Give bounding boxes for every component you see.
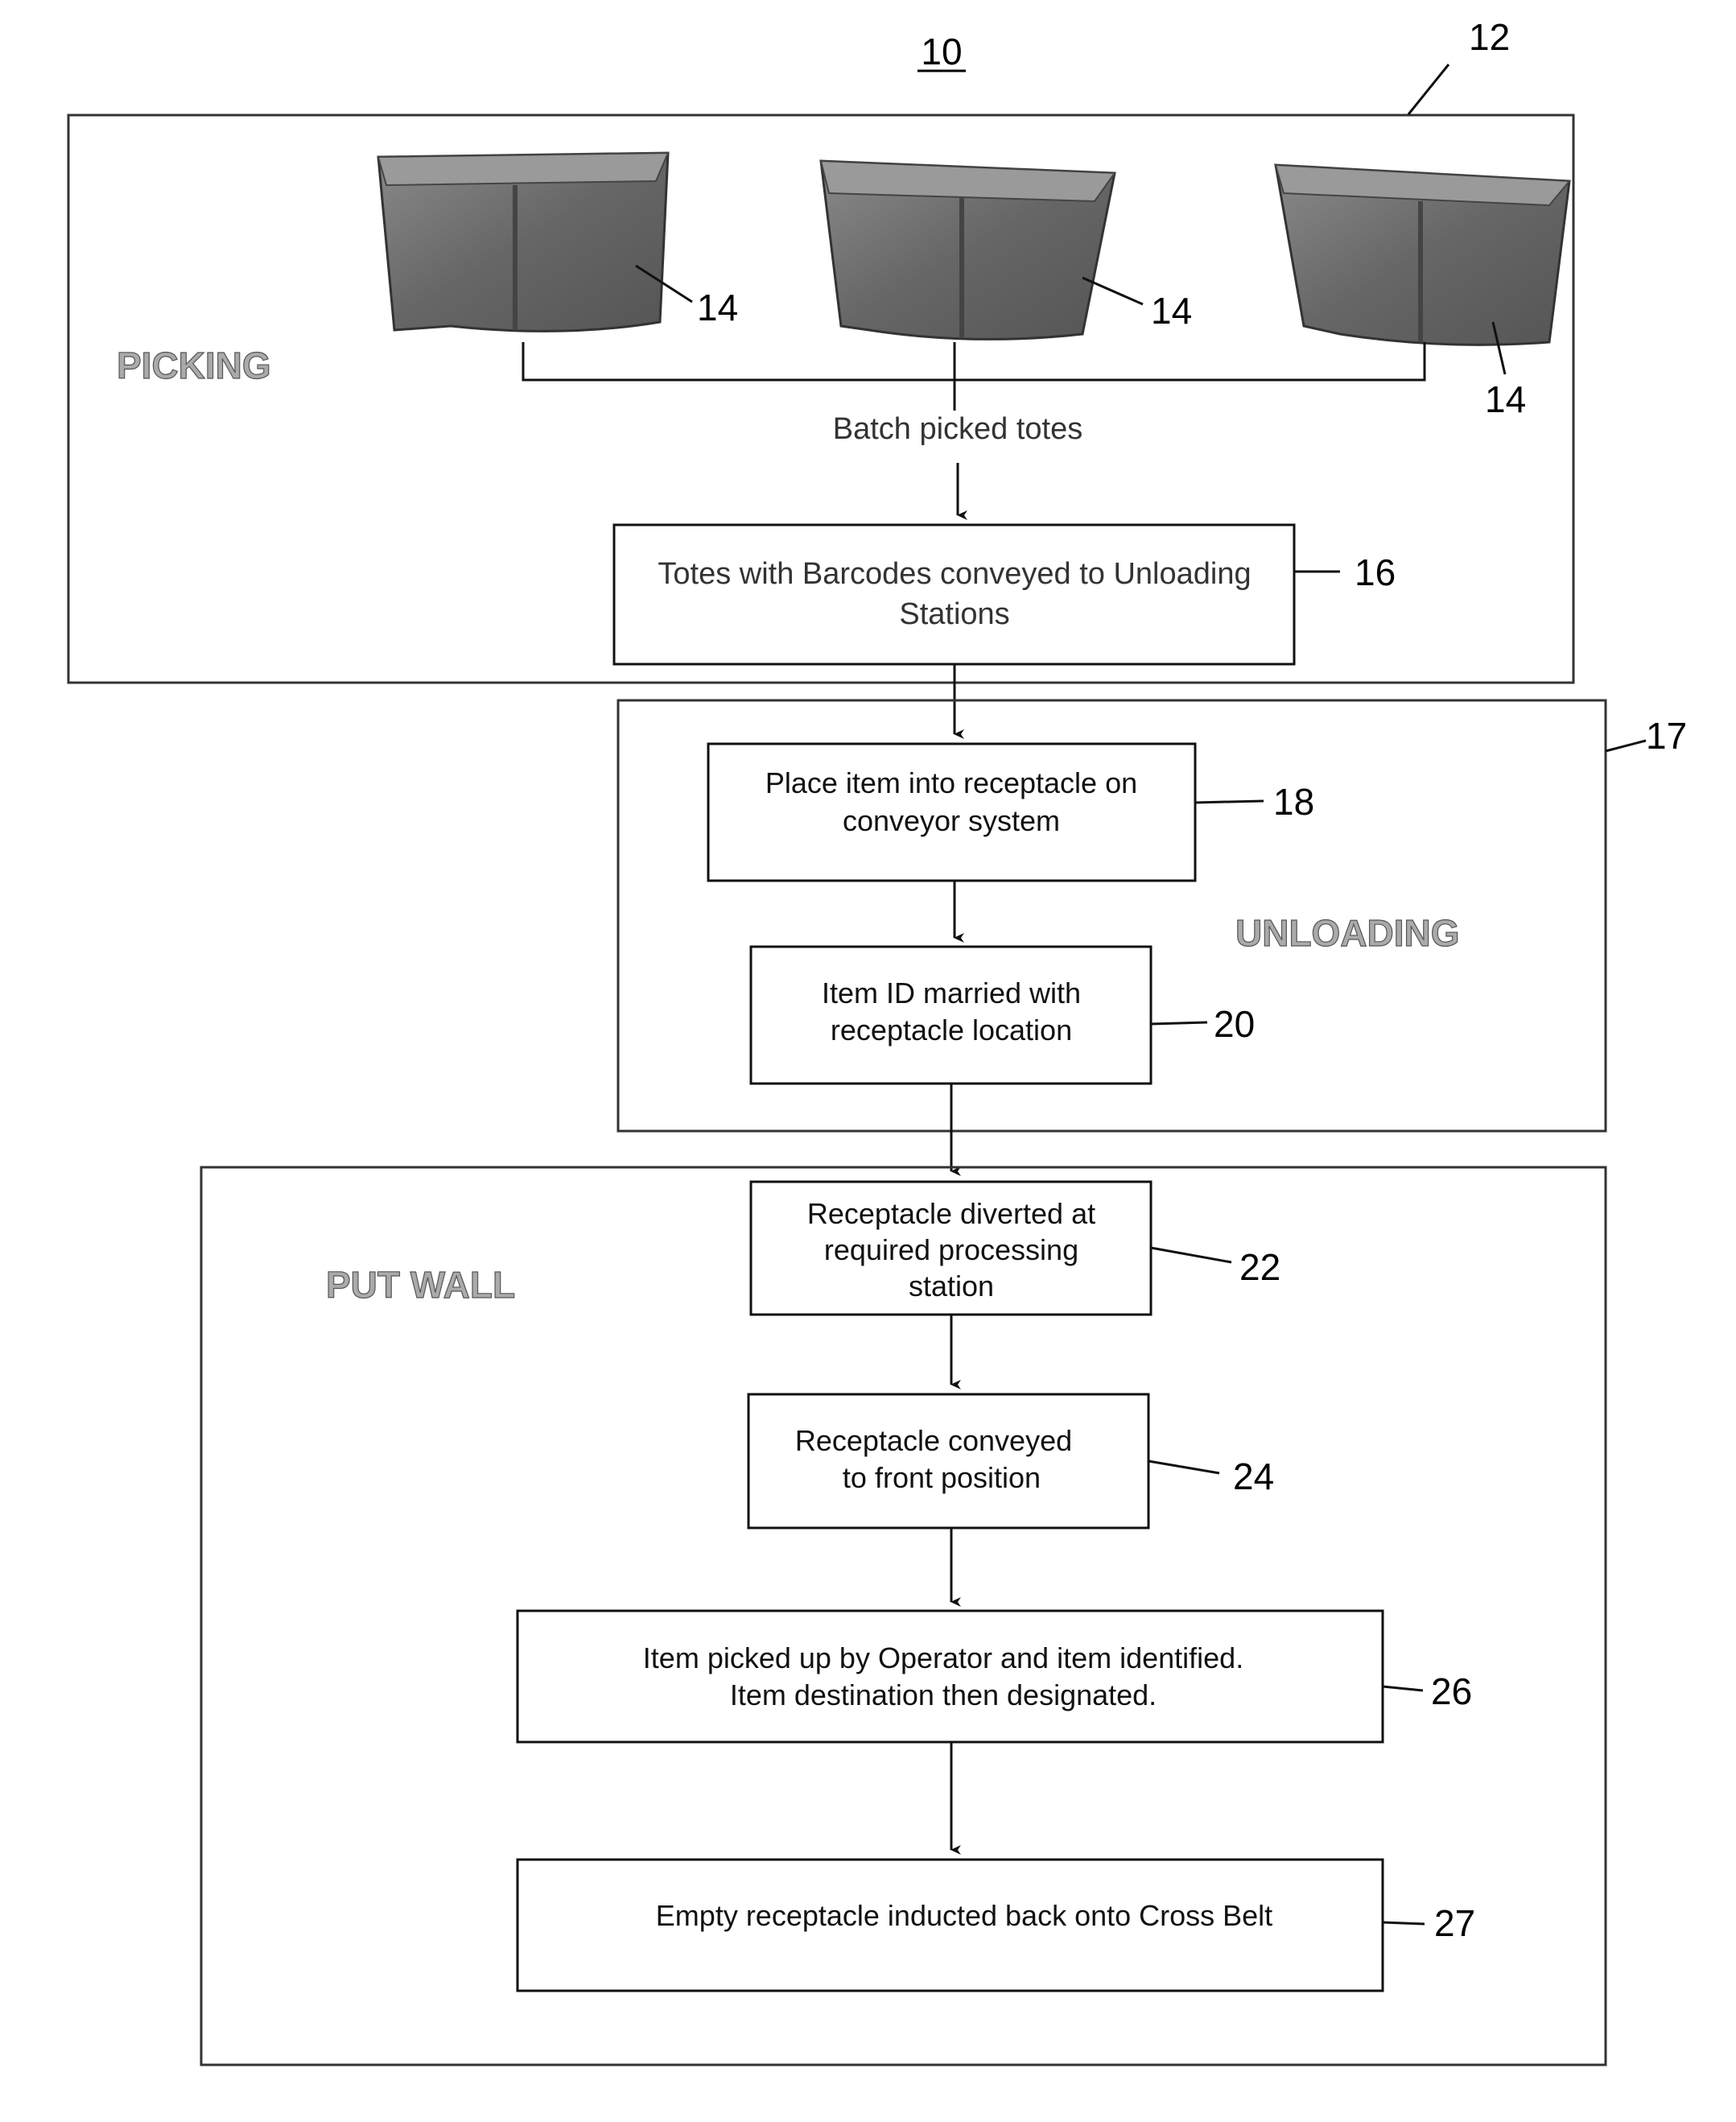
step-22-ref-leader	[1151, 1248, 1231, 1262]
picking-label: PICKING	[117, 345, 271, 386]
step-26-ref-leader	[1383, 1686, 1423, 1691]
step-18-ref-leader	[1195, 801, 1264, 803]
step-27-ref-leader	[1383, 1922, 1425, 1924]
tote-2	[821, 161, 1115, 339]
step-24-ref: 24	[1233, 1455, 1274, 1497]
picking-ref-leader	[1408, 64, 1449, 114]
tote-3-ref: 14	[1485, 378, 1526, 420]
unloading-ref: 17	[1646, 715, 1687, 757]
step-18-line-1: Place item into receptacle on	[765, 766, 1137, 799]
unloading-ref-leader	[1606, 741, 1646, 751]
step-27-ref: 27	[1434, 1902, 1475, 1944]
tote-1	[378, 153, 668, 331]
tote-connector	[523, 342, 1425, 380]
step-20-line-1: Item ID married with	[822, 976, 1081, 1009]
step-20-ref-leader	[1151, 1022, 1207, 1024]
step-16-line-1: Totes with Barcodes conveyed to Unloadin…	[658, 557, 1251, 591]
batch-label: Batch picked totes	[833, 412, 1083, 446]
step-16-line-2: Stations	[899, 597, 1009, 631]
step-22-line-2: required processing	[824, 1233, 1078, 1266]
step-22-line-1: Receptacle diverted at	[807, 1197, 1095, 1230]
step-20-ref: 20	[1214, 1003, 1255, 1045]
step-24-ref-leader	[1148, 1461, 1219, 1473]
step-22-ref: 22	[1239, 1246, 1280, 1288]
tote-3	[1276, 165, 1569, 345]
step-16-ref: 16	[1355, 551, 1396, 593]
unloading-label: UNLOADING	[1235, 912, 1460, 954]
step-26-line-1: Item picked up by Operator and item iden…	[643, 1641, 1243, 1674]
step-26-line-2: Item destination then designated.	[730, 1678, 1157, 1711]
picking-ref: 12	[1469, 16, 1510, 58]
tote-2-ref: 14	[1151, 290, 1192, 332]
figure-number: 10	[921, 31, 962, 72]
step-22-line-3: station	[909, 1269, 994, 1303]
step-26-ref: 26	[1431, 1670, 1472, 1712]
step-24-line-2: to front position	[843, 1461, 1041, 1494]
step-26-box	[518, 1611, 1383, 1742]
step-20-line-2: receptacle location	[831, 1014, 1072, 1047]
step-27-line-1: Empty receptacle inducted back onto Cros…	[656, 1899, 1272, 1932]
put-wall-label: PUT WALL	[326, 1264, 515, 1306]
step-18-line-2: conveyor system	[843, 804, 1060, 837]
step-18-ref: 18	[1273, 781, 1314, 823]
step-16-box	[614, 525, 1294, 664]
tote-1-ref: 14	[697, 287, 738, 328]
step-24-line-1: Receptacle conveyed	[795, 1424, 1072, 1457]
